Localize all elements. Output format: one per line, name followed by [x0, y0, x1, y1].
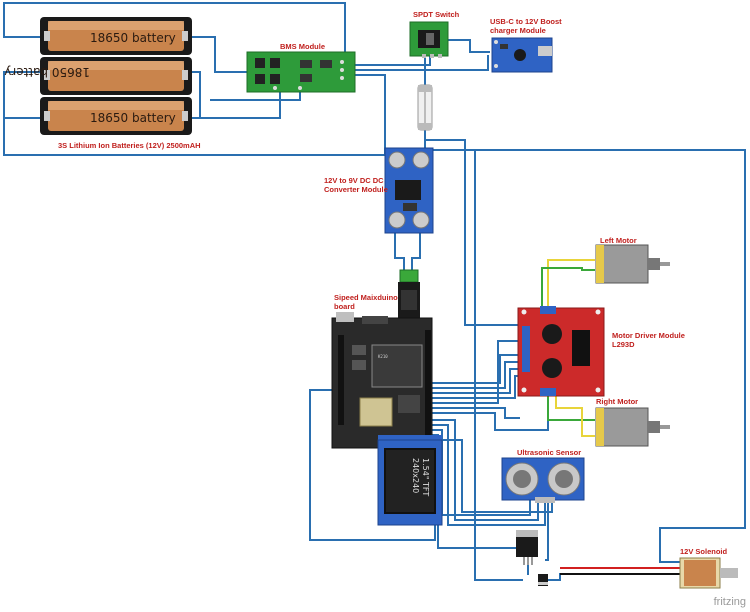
tft-screen-text: 1.54" TFT 240x240	[410, 458, 430, 502]
dcdc-converter	[384, 147, 434, 234]
battery-3-label: 18650 battery	[90, 111, 176, 125]
wire-left-motor-b	[541, 267, 595, 308]
label-batteries: 3S Lithium Ion Batteries (12V) 2500mAH	[58, 141, 201, 150]
wire-battery-1	[185, 36, 250, 73]
bms-module	[246, 51, 356, 93]
wire-gnd-bus	[430, 149, 523, 581]
wire-gnd-us	[432, 439, 553, 513]
wire-d5	[430, 340, 520, 404]
wire-left-motor-a	[547, 259, 595, 308]
wire-12v-driver	[425, 139, 520, 326]
battery-3	[40, 97, 192, 135]
spdt-switch	[409, 21, 449, 58]
label-spdt: SPDT Switch	[413, 10, 460, 19]
right-motor	[595, 407, 670, 447]
battery-2	[40, 57, 192, 95]
wire-battery-top	[3, 2, 346, 57]
motor-wiring	[541, 259, 680, 575]
wire-right-motor-b	[555, 395, 595, 437]
wire-d1	[430, 354, 520, 384]
diode	[538, 574, 548, 586]
usbc-charger	[491, 37, 553, 73]
label-right-motor: Right Motor	[596, 397, 639, 406]
battery-1	[40, 17, 192, 55]
wire-9v-plus	[394, 232, 405, 272]
tft-line-2: 240x240	[411, 458, 420, 494]
battery-1-label: 18650 battery	[90, 31, 176, 45]
solenoid	[679, 557, 738, 589]
wire-echo	[432, 424, 546, 526]
left-motor	[595, 244, 670, 284]
battery-pack: 18650 battery 18650 battery 18650 batter…	[4, 17, 192, 135]
label-bms: BMS Module	[280, 42, 325, 51]
wire-bms-charger	[355, 55, 489, 71]
wire-src	[545, 503, 549, 561]
fuse	[417, 84, 433, 131]
wire-9v-minus	[411, 232, 421, 272]
label-left-motor: Left Motor	[600, 236, 637, 245]
wire-bms-switch	[355, 55, 431, 66]
maixduino-board: K210	[331, 269, 433, 449]
label-usbc: USB-C to 12V Boost charger Module	[490, 17, 562, 35]
wire-d6	[432, 407, 520, 419]
battery-2-label: 18650 battery	[4, 65, 90, 79]
tft-display	[377, 435, 443, 526]
label-board: Sipeed Maixduino board	[334, 293, 398, 311]
wire-bms-b1	[185, 88, 281, 119]
wire-d3	[430, 368, 520, 394]
label-ultrasonic: Ultrasonic Sensor	[517, 448, 582, 457]
ultrasonic-sensor	[501, 457, 585, 503]
wire-d7	[432, 395, 549, 431]
chip-marking: K210	[378, 354, 388, 359]
wire-d2	[430, 361, 520, 389]
label-dcdc: 12V to 9V DC DC Converter Module	[324, 176, 388, 194]
fritzing-brand: fritzing	[713, 596, 746, 608]
label-motor-driver: Motor Driver Module L293D	[612, 331, 685, 349]
tft-line-1: 1.54" TFT	[421, 458, 430, 497]
motor-driver	[517, 306, 605, 397]
label-solenoid: 12V Solenoid	[680, 547, 728, 556]
wire-gnd-bms	[355, 74, 386, 155]
wire-switch-charger	[440, 39, 490, 53]
mosfet	[516, 530, 538, 565]
wire-12v-solenoid	[425, 149, 746, 563]
wire-battery-bottom	[3, 117, 385, 156]
